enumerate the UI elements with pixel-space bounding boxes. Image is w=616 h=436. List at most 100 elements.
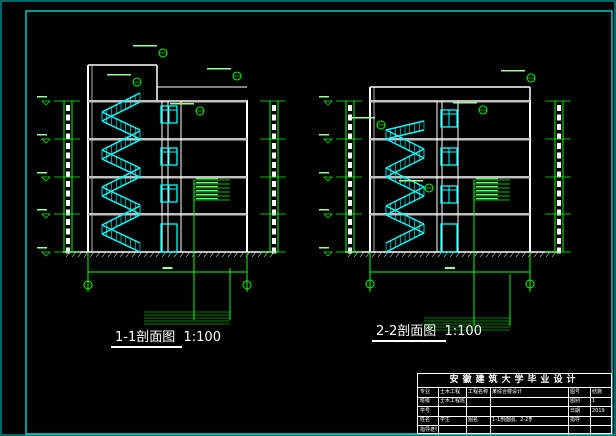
title-block-rule: [418, 415, 611, 417]
section-2-2-drawing: [319, 70, 571, 331]
title-block-divider: [590, 387, 591, 435]
dimension-tick-text: [66, 238, 70, 244]
ground-hatch: [95, 251, 101, 258]
axis-bubble: [525, 279, 535, 289]
dimension-tick-text: [272, 228, 276, 235]
dimension-tick-text: [66, 133, 70, 140]
title-block-rule: [418, 396, 611, 398]
ground-hatch: [509, 251, 515, 258]
callout-text: [351, 117, 375, 119]
title-block-cell: 1: [592, 398, 596, 404]
ground-hatch: [479, 251, 485, 258]
ground-hatch: [359, 251, 365, 258]
title-block-divider: [466, 387, 467, 435]
axis-bubble: [365, 279, 375, 289]
section-2-label: 2-2剖面图: [376, 324, 437, 339]
dimension-tick-text: [557, 200, 561, 206]
level-text: [319, 247, 329, 249]
level-text: [37, 172, 47, 174]
note-text: [196, 178, 218, 180]
level-text: [37, 134, 47, 136]
door: [160, 223, 178, 253]
dimension-tick-text: [272, 124, 276, 130]
ground-hatch: [419, 251, 425, 258]
title-block-cell: 土木工程: [440, 388, 461, 395]
title-block-cell: 姓名: [420, 417, 431, 423]
level-text: [319, 134, 329, 136]
ground-hatch: [167, 251, 173, 258]
dimension-tick-text: [272, 162, 276, 168]
callout-text: [453, 102, 477, 104]
ground-hatch: [383, 251, 389, 258]
ground-hatch: [209, 251, 215, 258]
ground-hatch: [533, 251, 539, 258]
dimension-tick-text: [557, 190, 561, 197]
section-1-1-drawing: [37, 45, 286, 325]
ground-hatch: [365, 251, 371, 258]
inner-border: [25, 10, 613, 435]
title-block-cell: 指导老师: [420, 426, 437, 433]
dimension-text: [445, 267, 455, 269]
title-block-cell: 结施: [592, 388, 603, 395]
title-block-cell: 1-1剖面图、2-2剖面图: [492, 417, 532, 423]
title-block: 安徽建筑大学毕业设计 专业土木工程工程名称某综合楼设计图号结施班级土木工程班图别…: [417, 373, 612, 435]
ground-hatch: [251, 251, 257, 258]
dimension-tick-text: [272, 105, 276, 111]
ground-hatch: [113, 251, 119, 258]
note-text: [476, 178, 498, 180]
title-block-divider: [438, 387, 439, 435]
ground-hatch: [239, 251, 245, 258]
section-1-title: 1-1剖面图 1:100: [115, 326, 221, 345]
dimension-tick-text: [557, 219, 561, 225]
dimension-tick-text: [557, 228, 561, 235]
section-2-scale: 1:100: [444, 324, 482, 339]
ground-hatch: [431, 251, 437, 258]
ground-hatch: [233, 251, 239, 258]
ground-hatch: [437, 251, 443, 258]
dimension-tick-text: [348, 152, 352, 159]
title-block-cell: 专业: [420, 388, 431, 395]
ground-hatch: [137, 251, 143, 258]
title-block-divider: [568, 387, 569, 435]
dimension-tick-text: [348, 238, 352, 244]
dimension-tick-text: [557, 114, 561, 121]
dimension-tick-text: [348, 247, 352, 254]
note-text: [476, 190, 498, 192]
ground-hatch: [119, 251, 125, 258]
title-block-cell: 2019: [592, 407, 605, 414]
dimension-tick-text: [272, 181, 276, 187]
dimension-tick-text: [557, 238, 561, 244]
floor-slab: [370, 213, 530, 216]
title-block-cell: 图号: [570, 388, 581, 395]
ground-hatch: [125, 251, 131, 258]
dimension-text: [162, 267, 173, 269]
level-text: [37, 209, 47, 211]
dimension-tick-text: [348, 171, 352, 178]
dimension-tick-text: [557, 162, 561, 168]
ground-hatch: [143, 251, 149, 258]
dimension-tick-text: [66, 105, 70, 111]
note-text: [196, 190, 218, 192]
note-text: [196, 186, 218, 188]
dimension-tick-text: [348, 143, 352, 149]
level-mark: [323, 100, 333, 106]
ground-hatch: [83, 251, 89, 258]
dimension-tick-text: [557, 133, 561, 140]
callout-text: [133, 45, 157, 47]
ground-hatch: [149, 251, 155, 258]
axis-bubble: [83, 280, 93, 290]
dimension-tick-text: [272, 238, 276, 244]
title-block-cell: 日期: [570, 407, 581, 414]
title-block-rule: [418, 425, 611, 426]
ground-hatch: [473, 251, 479, 258]
level-mark: [323, 213, 333, 219]
ground-hatch: [377, 251, 383, 258]
level-mark: [323, 176, 333, 182]
dimension-tick-text: [272, 190, 276, 197]
note-text: [196, 182, 218, 184]
level-text: [319, 209, 329, 211]
dimension-tick-text: [557, 181, 561, 187]
door: [440, 223, 458, 253]
ground-hatch: [101, 251, 107, 258]
level-mark: [41, 176, 51, 182]
